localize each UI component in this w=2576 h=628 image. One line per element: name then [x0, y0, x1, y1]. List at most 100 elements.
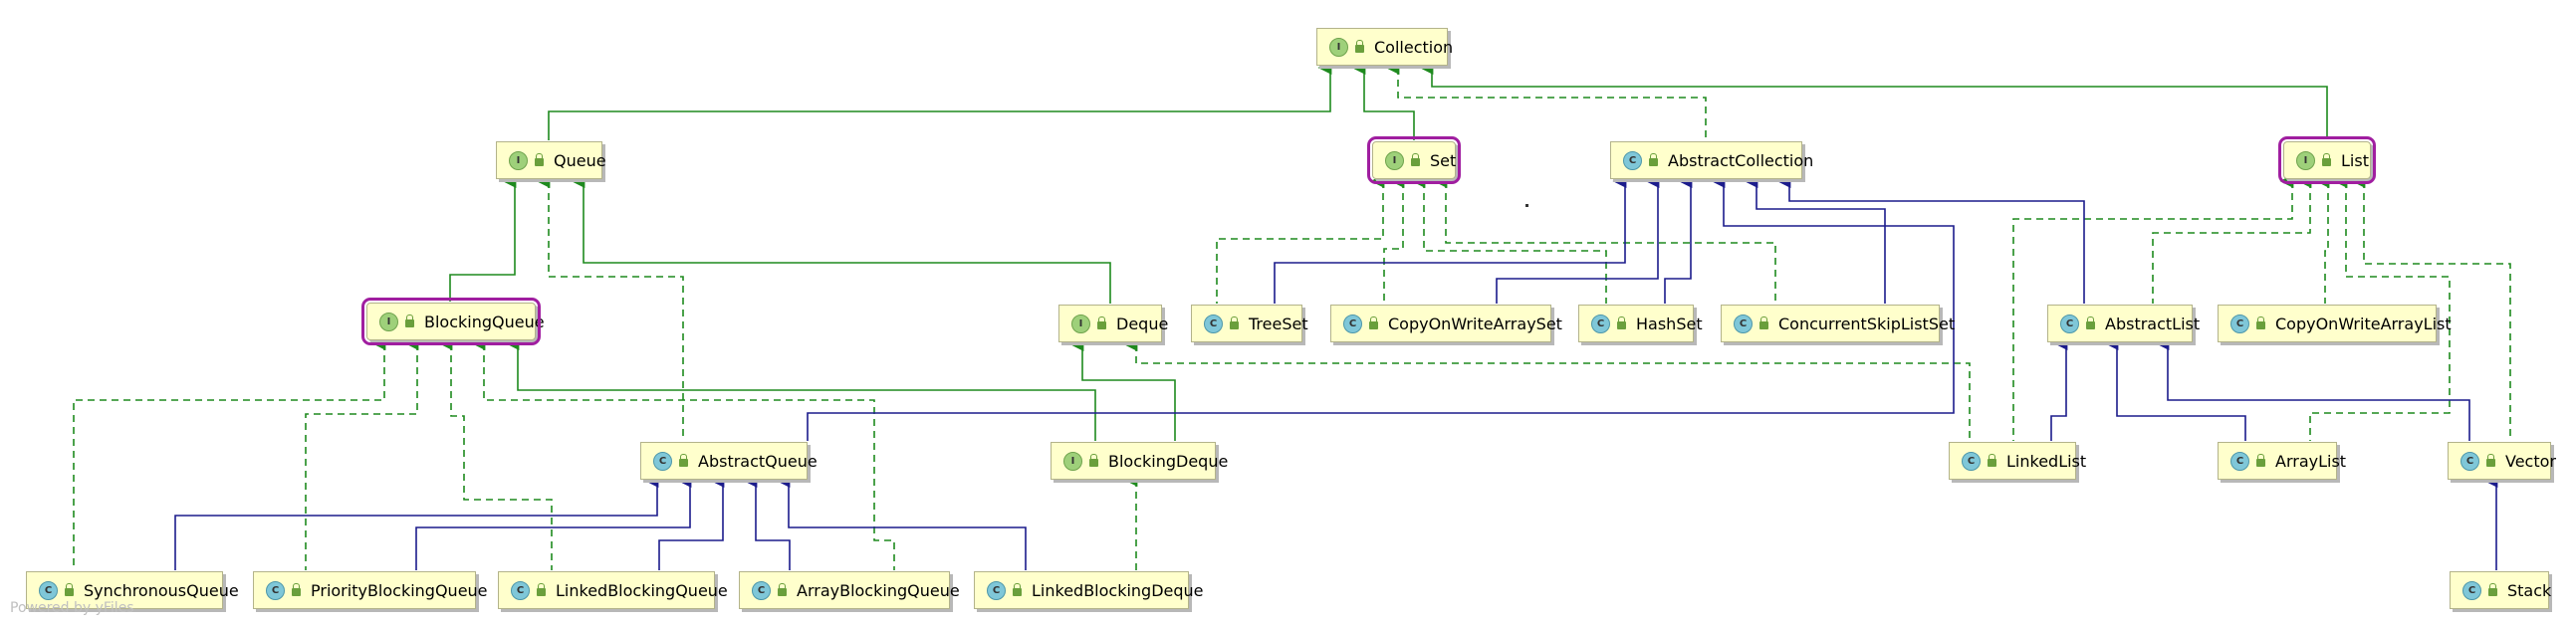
edge-abstractlist-abstractcollection — [1776, 174, 2085, 304]
lock-icon — [2256, 453, 2265, 467]
interface-icon: I — [509, 150, 528, 170]
edge-treeset-set — [1216, 174, 1385, 304]
node-label: Deque — [1116, 314, 1169, 333]
class-icon: C — [1734, 314, 1753, 333]
node-list[interactable]: I List — [2278, 136, 2376, 184]
lock-icon — [2486, 453, 2495, 467]
node-label: ConcurrentSkipListSet — [1778, 314, 1956, 333]
interface-icon: I — [2296, 150, 2315, 170]
node-label: BlockingDeque — [1108, 451, 1229, 471]
edge-blockingqueue-queue — [449, 174, 517, 302]
edge-linkedblockingqueue-abstractqueue — [658, 474, 725, 570]
edge-copyonwritearraylist-list — [2315, 174, 2330, 304]
node-priorityblockingqueue[interactable]: C PriorityBlockingQueue — [253, 571, 488, 609]
lock-icon — [1411, 152, 1420, 166]
node-label: HashSet — [1636, 314, 1703, 333]
node-label: BlockingQueue — [424, 312, 545, 331]
edge-arraylist-abstractlist — [2104, 336, 2246, 441]
edge-vector-abstractlist — [2155, 336, 2470, 441]
lock-icon — [1759, 315, 1768, 329]
node-concurrentskiplistset[interactable]: C ConcurrentSkipListSet — [1721, 305, 1955, 342]
node-treeset[interactable]: C TreeSet — [1191, 305, 1308, 342]
edge-blockingdeque-blockingqueue — [505, 336, 1096, 441]
lock-icon — [1013, 582, 1022, 596]
node-linkedblockingqueue[interactable]: C LinkedBlockingQueue — [498, 571, 728, 609]
class-icon: C — [1204, 314, 1223, 333]
node-blockingdeque[interactable]: I BlockingDeque — [1051, 442, 1228, 480]
class-icon: C — [653, 451, 672, 471]
edge-linkedblockingdeque-abstractqueue — [776, 474, 1027, 570]
edge-blockingdeque-deque — [1069, 337, 1176, 441]
node-label: AbstractQueue — [698, 451, 818, 471]
edge-synchronousqueue-abstractqueue — [174, 474, 659, 570]
interface-icon: I — [1385, 150, 1404, 170]
node-label: Collection — [1374, 37, 1454, 57]
interface-icon: I — [1329, 37, 1348, 57]
node-label: AbstractList — [2105, 314, 2201, 333]
node-collection[interactable]: I Collection — [1316, 28, 1453, 66]
lock-icon — [65, 582, 74, 596]
node-label: ArrayBlockingQueue — [797, 580, 960, 600]
lock-icon — [537, 582, 546, 596]
edge-linkedlist-deque — [1123, 337, 1971, 441]
edge-priorityblockingqueue-abstractqueue — [415, 474, 692, 570]
edge-abstractcollection-collection — [1385, 61, 1707, 140]
lock-icon — [1369, 315, 1378, 329]
node-label: ArrayList — [2275, 451, 2347, 471]
edge-list-collection — [1419, 61, 2328, 136]
edge-vector-list — [2351, 174, 2511, 441]
edge-hashset-abstractcollection-2 — [1664, 174, 1693, 304]
edge-linkedlist-abstractlist — [2050, 336, 2068, 441]
node-abstractqueue[interactable]: C AbstractQueue — [640, 442, 818, 480]
node-queue[interactable]: I Queue — [496, 141, 606, 179]
footer-watermark: Powered by yFiles — [10, 600, 134, 616]
node-label: PriorityBlockingQueue — [311, 580, 488, 600]
node-label: SynchronousQueue — [84, 580, 239, 600]
node-label: LinkedBlockingDeque — [1032, 580, 1204, 600]
edge-priorityblockingqueue-blockingqueue — [305, 336, 419, 570]
edge-arrayblockingqueue-abstractqueue — [743, 474, 791, 570]
class-icon: C — [2230, 314, 2249, 333]
edge-concurrentskiplistset-abstractcollection — [1744, 174, 1886, 304]
class-icon: C — [266, 580, 285, 600]
class-icon: C — [511, 580, 530, 600]
lock-icon — [1355, 39, 1364, 53]
lock-icon — [1097, 315, 1106, 329]
edge-queue-collection — [548, 61, 1332, 140]
node-label: Vector — [2505, 451, 2556, 471]
edge-arrayblockingqueue-blockingqueue — [471, 336, 895, 570]
edge-abstractqueue-abstractcollection — [807, 174, 1955, 441]
node-label: Queue — [554, 150, 606, 170]
class-icon: C — [39, 580, 58, 600]
lock-icon — [1988, 453, 1996, 467]
node-label: LinkedBlockingQueue — [556, 580, 728, 600]
edge-deque-queue — [571, 174, 1111, 304]
lock-icon — [2256, 315, 2265, 329]
lock-icon — [778, 582, 787, 596]
edge-treeset-abstractcollection — [1274, 174, 1627, 304]
edge-synchronousqueue-blockingqueue — [73, 336, 386, 570]
edge-copyonwritearrayset-set — [1383, 174, 1405, 304]
node-synchronousqueue[interactable]: C SynchronousQueue — [26, 571, 239, 609]
class-icon: C — [1623, 150, 1642, 170]
edge-linkedlist-list — [2012, 174, 2294, 441]
interface-icon: I — [1063, 451, 1082, 471]
lock-icon — [405, 314, 414, 327]
node-label: List — [2341, 150, 2369, 170]
node-label: TreeSet — [1249, 314, 1308, 333]
